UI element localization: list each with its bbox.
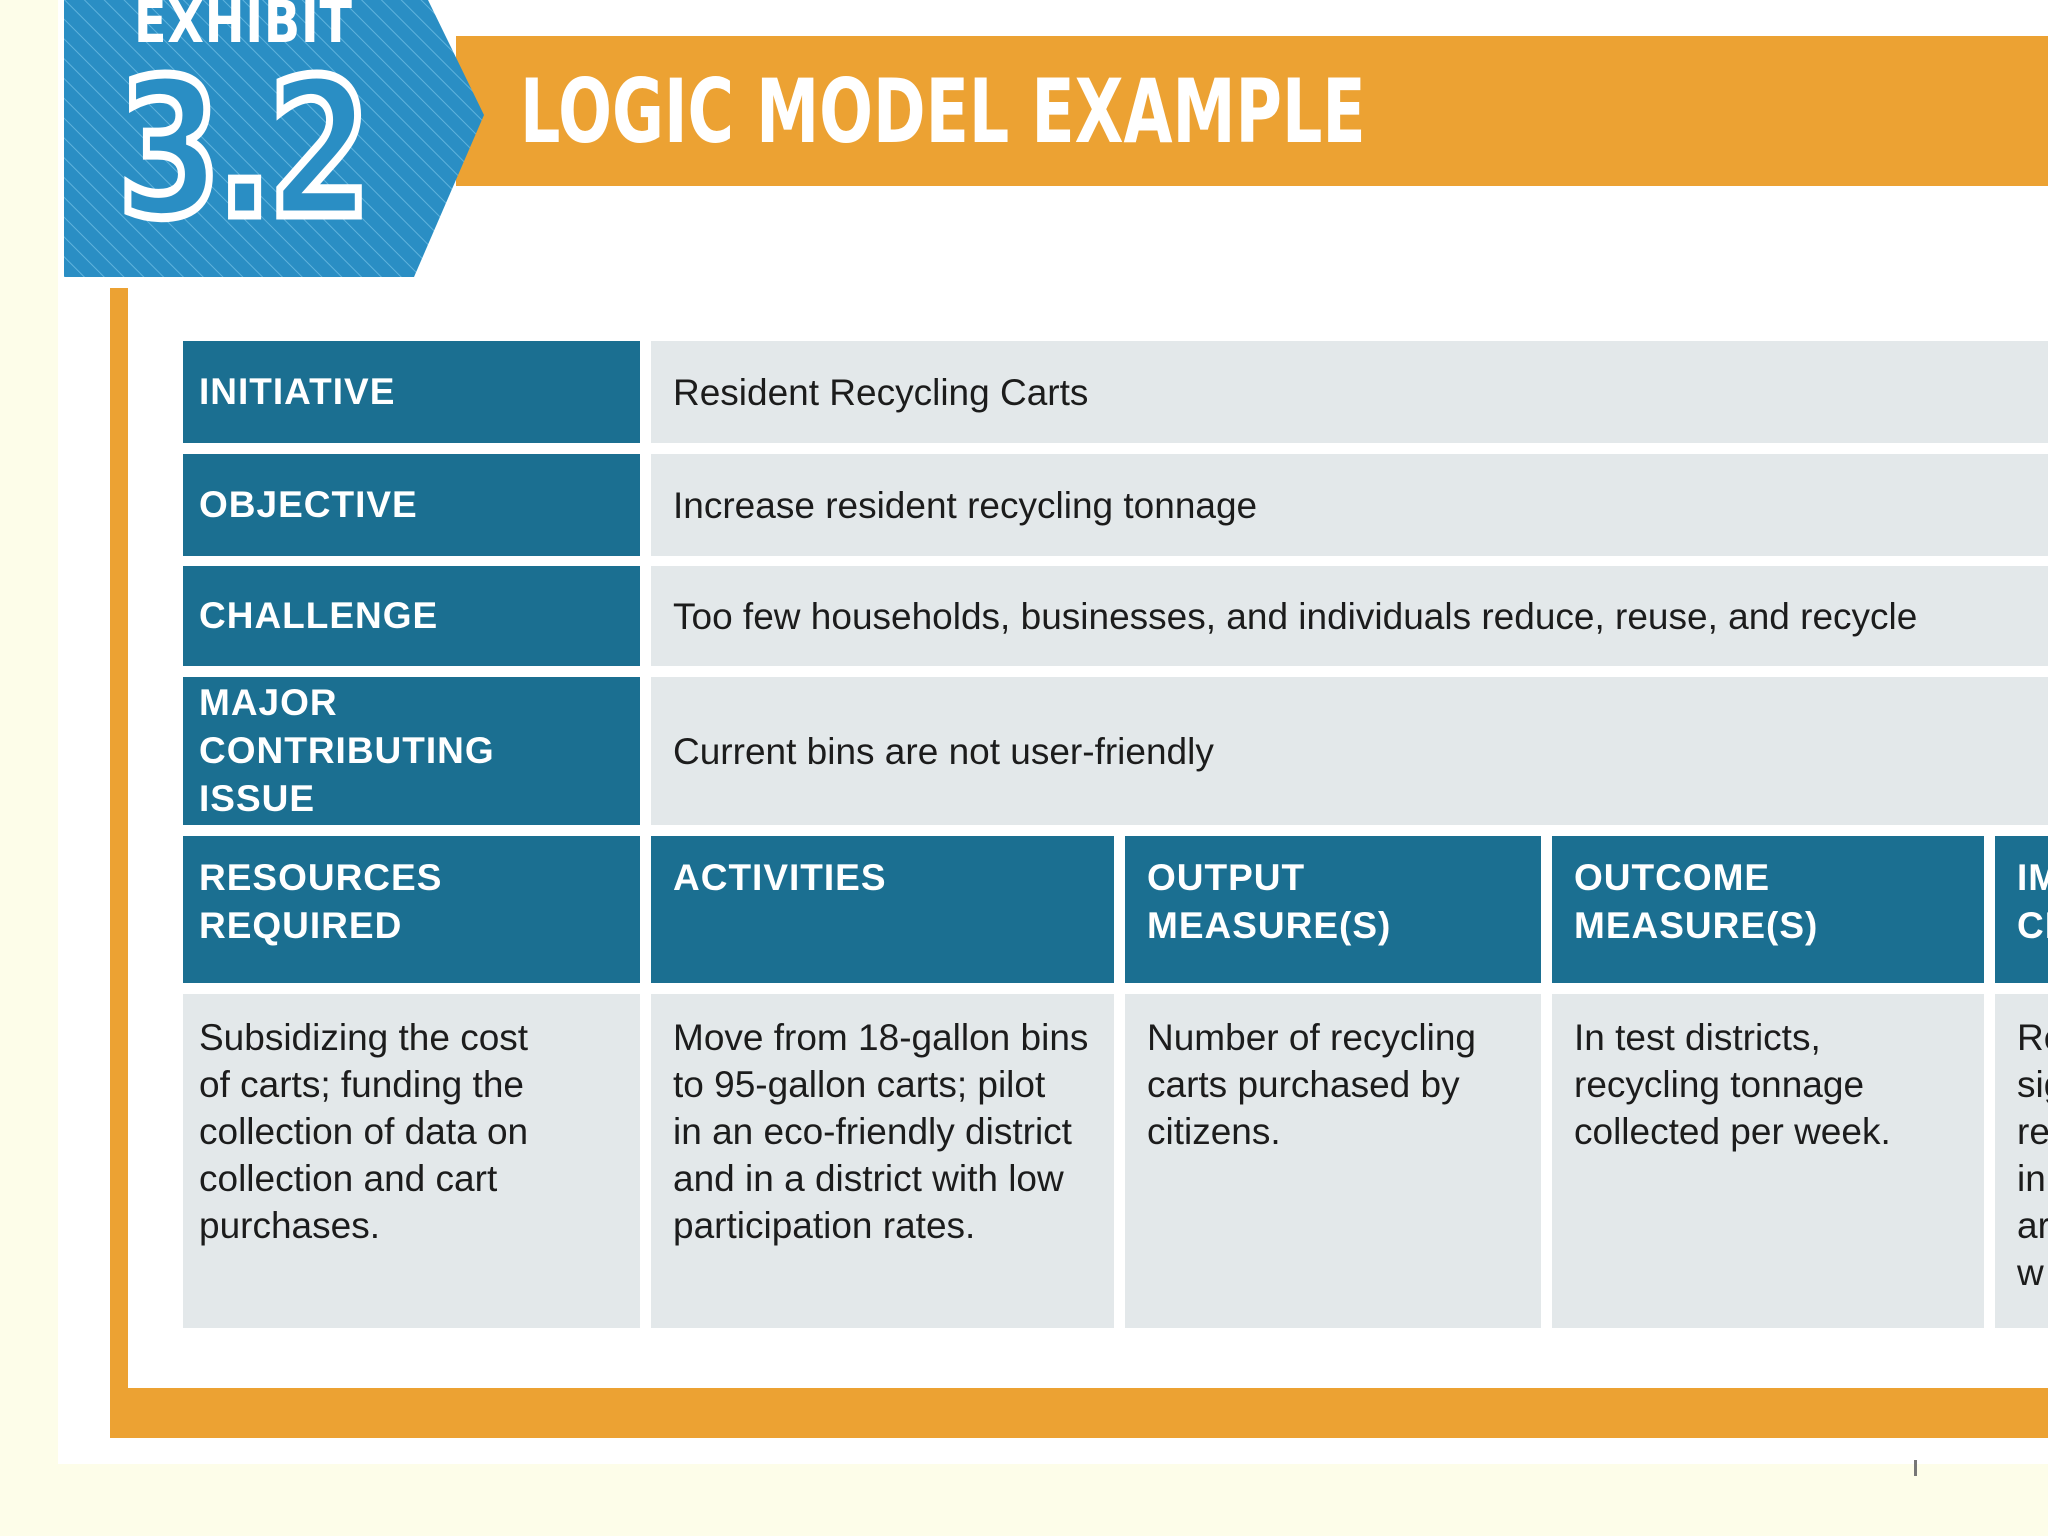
outcome-line: collected per week. bbox=[1574, 1111, 1891, 1152]
objective-label-cell: OBJECTIVE bbox=[183, 454, 640, 556]
initiative-label-cell: INITIATIVE bbox=[183, 341, 640, 443]
initiative-value: Resident Recycling Carts bbox=[673, 371, 1089, 413]
impact-line: in bbox=[2017, 1158, 2046, 1199]
activities-line: in an eco-friendly district bbox=[673, 1111, 1072, 1152]
challenge-label-cell: CHALLENGE bbox=[183, 566, 640, 666]
output-header-cell: OUTPUT MEASURE(S) bbox=[1125, 836, 1541, 983]
impact-line: ar bbox=[2017, 1205, 2048, 1246]
exhibit-badge bbox=[64, 0, 484, 277]
exhibit-label: EXHIBIT bbox=[134, 0, 353, 56]
output-line: carts purchased by bbox=[1147, 1064, 1460, 1105]
resources-line: Subsidizing the cost bbox=[199, 1017, 529, 1058]
output-header-line2: MEASURE(S) bbox=[1147, 905, 1392, 946]
outcome-header-line2: MEASURE(S) bbox=[1574, 905, 1819, 946]
resources-header-line1: RESOURCES bbox=[199, 857, 443, 898]
outcome-line: recycling tonnage bbox=[1574, 1064, 1865, 1105]
resources-line: purchases. bbox=[199, 1205, 380, 1246]
activities-header-line1: ACTIVITIES bbox=[673, 857, 887, 898]
resources-line: collection and cart bbox=[199, 1158, 498, 1199]
issue-value: Current bins are not user-friendly bbox=[673, 730, 1214, 772]
resources-line: of carts; funding the bbox=[199, 1064, 524, 1105]
output-header-line1: OUTPUT bbox=[1147, 857, 1306, 898]
initiative-value-cell: Resident Recycling Carts bbox=[651, 341, 2048, 443]
impact-line: sig bbox=[2017, 1064, 2048, 1105]
left-frame-rule bbox=[110, 288, 128, 1438]
outcome-header-line1: OUTCOME bbox=[1574, 857, 1771, 898]
bottom-frame-rule bbox=[110, 1388, 2048, 1438]
issue-value-cell: Current bins are not user-friendly bbox=[651, 677, 2048, 825]
impact-line: re bbox=[2017, 1111, 2048, 1152]
challenge-label: CHALLENGE bbox=[199, 595, 439, 636]
activities-value-cell: Move from 18-gallon bins to 95-gallon ca… bbox=[651, 994, 1114, 1328]
page-title: LOGIC MODEL EXAMPLE bbox=[520, 60, 1366, 163]
output-line: citizens. bbox=[1147, 1111, 1281, 1152]
objective-value-cell: Increase resident recycling tonnage bbox=[651, 454, 2048, 556]
impact-line: w bbox=[2017, 1252, 2044, 1293]
issue-label-cell: MAJOR CONTRIBUTING ISSUE bbox=[183, 677, 640, 825]
impact-header-line1: IM bbox=[2017, 857, 2048, 898]
impact-header-line2: CI bbox=[2017, 905, 2048, 946]
activities-line: participation rates. bbox=[673, 1205, 976, 1246]
objective-label: OBJECTIVE bbox=[199, 484, 418, 525]
outcome-value-cell: In test districts, recycling tonnage col… bbox=[1552, 994, 1984, 1328]
issue-label-line1: MAJOR CONTRIBUTING bbox=[199, 682, 495, 771]
resources-value-cell: Subsidizing the cost of carts; funding t… bbox=[183, 994, 640, 1328]
issue-label-line2: ISSUE bbox=[199, 778, 316, 819]
activities-line: to 95-gallon carts; pilot bbox=[673, 1064, 1046, 1105]
outcome-line: In test districts, bbox=[1574, 1017, 1821, 1058]
initiative-label: INITIATIVE bbox=[199, 371, 396, 412]
output-value-cell: Number of recycling carts purchased by c… bbox=[1125, 994, 1541, 1328]
page-mark bbox=[1914, 1460, 1917, 1476]
impact-value-cell: Re sig re in ar w bbox=[1995, 994, 2048, 1328]
resources-header-cell: RESOURCES REQUIRED bbox=[183, 836, 640, 983]
activities-header-cell: ACTIVITIES bbox=[651, 836, 1114, 983]
challenge-value-cell: Too few households, businesses, and indi… bbox=[651, 566, 2048, 666]
title-banner bbox=[456, 36, 2048, 186]
challenge-value: Too few households, businesses, and indi… bbox=[673, 595, 1918, 637]
outcome-header-cell: OUTCOME MEASURE(S) bbox=[1552, 836, 1984, 983]
impact-line: Re bbox=[2017, 1017, 2048, 1058]
impact-header-cell: IM CI bbox=[1995, 836, 2048, 983]
resources-header-line2: REQUIRED bbox=[199, 905, 403, 946]
output-line: Number of recycling bbox=[1147, 1017, 1477, 1058]
exhibit-number: 3.2 bbox=[114, 39, 374, 260]
activities-line: and in a district with low bbox=[673, 1158, 1064, 1199]
activities-line: Move from 18-gallon bins bbox=[673, 1017, 1089, 1058]
resources-line: collection of data on bbox=[199, 1111, 529, 1152]
objective-value: Increase resident recycling tonnage bbox=[673, 484, 1258, 526]
